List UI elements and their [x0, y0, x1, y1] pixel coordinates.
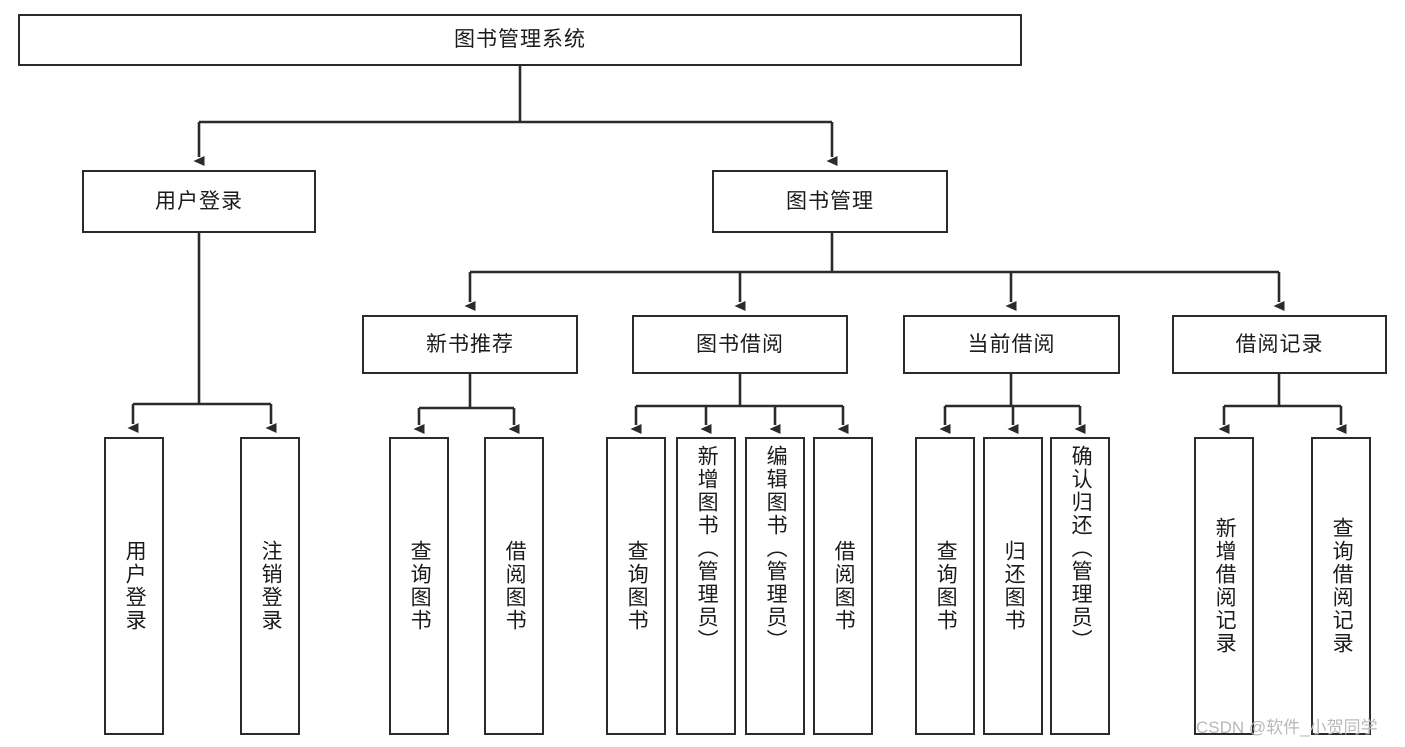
leaf-logout-label: 注销登录: [259, 540, 283, 632]
node-user-login[interactable]: 用户登录: [82, 170, 316, 233]
node-current-borrow[interactable]: 当前借阅: [903, 315, 1120, 374]
leaf-bb-query-book[interactable]: 查询图书: [606, 437, 666, 735]
leaf-br-add-record[interactable]: 新增借阅记录: [1194, 437, 1254, 735]
leaf-cb-confirm-return-label: 确认归还（管理员）: [1069, 445, 1093, 652]
leaf-bb-add-book-label: 新增图书（管理员）: [695, 445, 719, 652]
watermark: CSDN @软件_小贺同学: [1196, 718, 1378, 737]
node-user-login-label: 用户登录: [155, 189, 243, 213]
node-new-book-recommend-label: 新书推荐: [426, 332, 514, 356]
leaf-cb-return-book[interactable]: 归还图书: [983, 437, 1043, 735]
leaf-bb-add-book[interactable]: 新增图书（管理员）: [676, 437, 736, 735]
node-root-label: 图书管理系统: [454, 28, 586, 52]
node-book-management[interactable]: 图书管理: [712, 170, 948, 233]
node-borrow-record[interactable]: 借阅记录: [1172, 315, 1387, 374]
node-new-book-recommend[interactable]: 新书推荐: [362, 315, 578, 374]
leaf-nbr-borrow-book-label: 借阅图书: [503, 540, 527, 632]
leaf-cb-confirm-return[interactable]: 确认归还（管理员）: [1050, 437, 1110, 735]
leaf-br-add-record-label: 新增借阅记录: [1213, 517, 1237, 655]
leaf-br-query-record[interactable]: 查询借阅记录: [1311, 437, 1371, 735]
node-book-borrow-label: 图书借阅: [696, 332, 784, 356]
node-root[interactable]: 图书管理系统: [18, 14, 1022, 66]
leaf-br-query-record-label: 查询借阅记录: [1330, 517, 1354, 655]
leaf-bb-edit-book-label: 编辑图书（管理员）: [764, 445, 788, 652]
node-book-borrow[interactable]: 图书借阅: [632, 315, 848, 374]
leaf-nbr-borrow-book[interactable]: 借阅图书: [484, 437, 544, 735]
leaf-nbr-query-book-label: 查询图书: [408, 540, 432, 632]
leaf-nbr-query-book[interactable]: 查询图书: [389, 437, 449, 735]
leaf-user-login-label: 用户登录: [123, 540, 147, 632]
leaf-cb-return-book-label: 归还图书: [1002, 540, 1026, 632]
node-current-borrow-label: 当前借阅: [967, 332, 1056, 356]
leaf-cb-query-book-label: 查询图书: [934, 540, 958, 632]
node-borrow-record-label: 借阅记录: [1235, 332, 1324, 356]
leaf-bb-borrow-book-label: 借阅图书: [832, 540, 856, 632]
node-book-management-label: 图书管理: [786, 189, 874, 213]
leaf-logout[interactable]: 注销登录: [240, 437, 300, 735]
leaf-bb-query-book-label: 查询图书: [625, 540, 649, 632]
leaf-bb-edit-book[interactable]: 编辑图书（管理员）: [745, 437, 805, 735]
leaf-user-login[interactable]: 用户登录: [104, 437, 164, 735]
leaf-cb-query-book[interactable]: 查询图书: [915, 437, 975, 735]
leaf-bb-borrow-book[interactable]: 借阅图书: [813, 437, 873, 735]
